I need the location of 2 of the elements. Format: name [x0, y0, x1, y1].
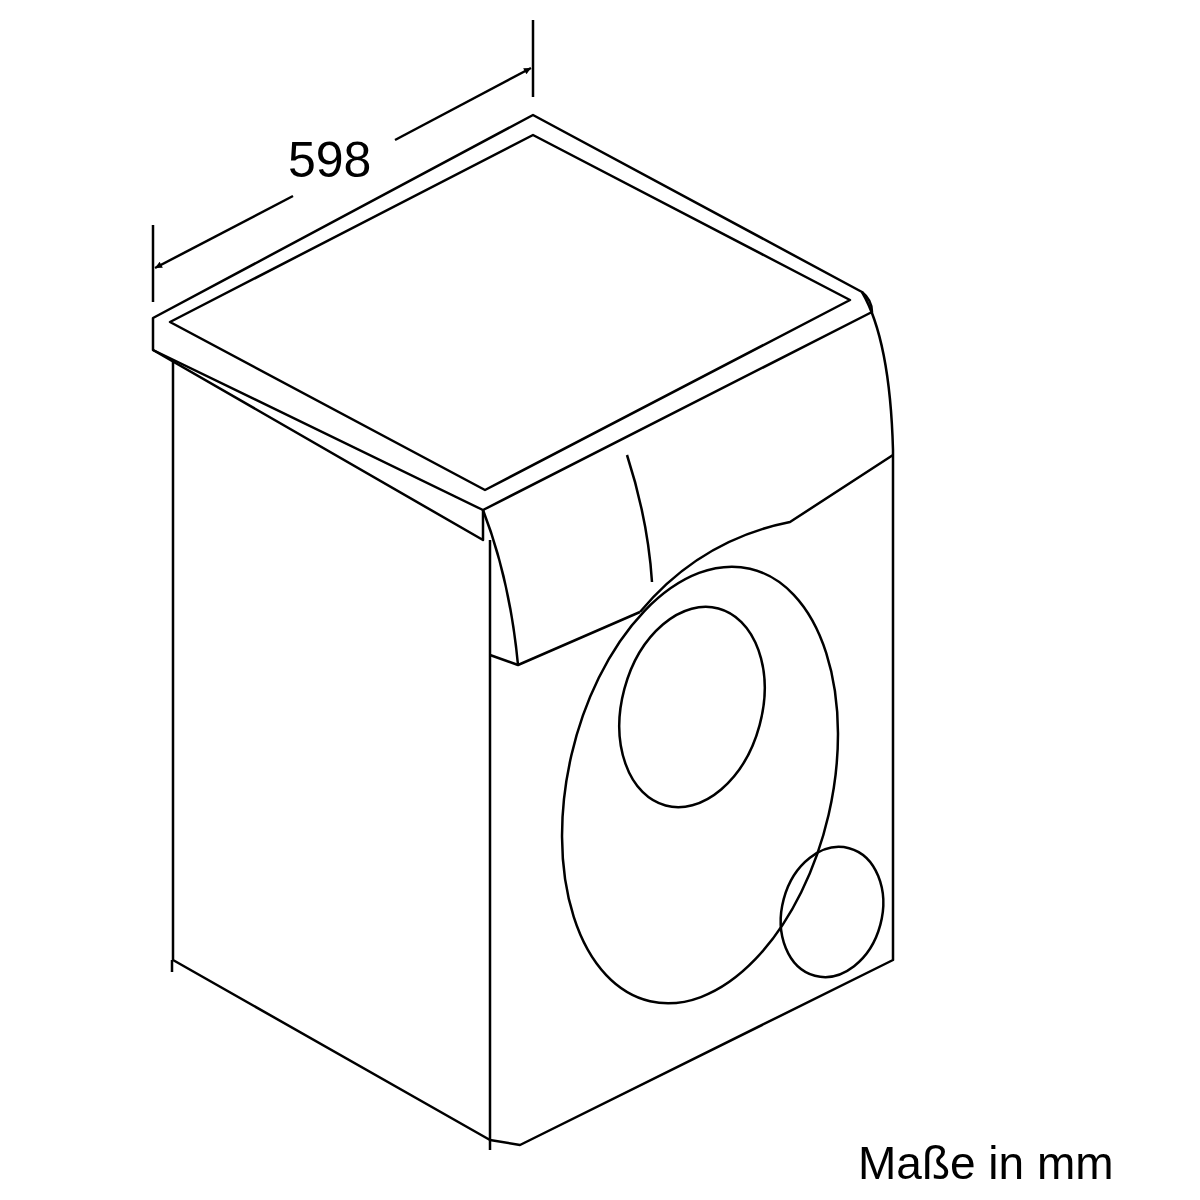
dimension-value: 598 [288, 135, 372, 185]
units-note: Maße in mm [858, 1140, 1114, 1186]
